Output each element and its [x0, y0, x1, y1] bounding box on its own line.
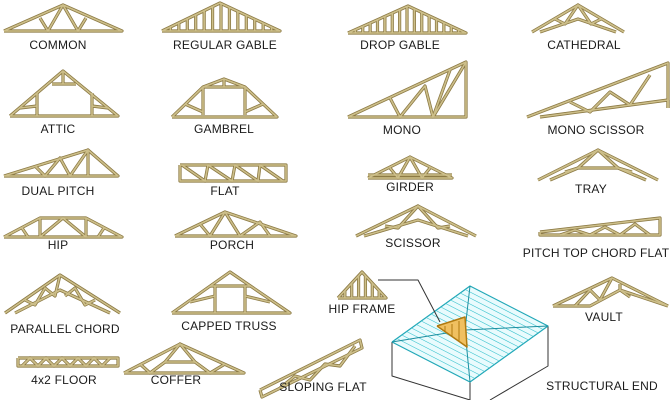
label-gambrel: GAMBREL: [193, 122, 255, 136]
truss-cathedral: [531, 3, 625, 34]
label-mono: MONO: [382, 123, 422, 137]
label-hip-frame: HIP FRAME: [328, 302, 396, 316]
label-sloping-flat: SLOPING FLAT: [279, 380, 367, 394]
truss-porch: [174, 210, 298, 238]
truss-regular-gable: [161, 1, 282, 33]
truss-scissor: [355, 204, 477, 238]
truss-mono: [347, 60, 468, 119]
label-mono-scissor: MONO SCISSOR: [547, 123, 645, 137]
truss-gambrel: [170, 77, 279, 119]
label-porch: PORCH: [209, 238, 255, 252]
label-hip: HIP: [47, 238, 69, 252]
label-4x2-floor: 4x2 FLOOR: [31, 373, 97, 387]
truss-attic: [8, 69, 120, 118]
truss-common: [3, 3, 124, 33]
truss-vault: [552, 276, 669, 308]
truss-flat: [178, 163, 288, 183]
truss-capped: [171, 270, 292, 315]
truss-parallel-chord: [4, 273, 121, 315]
hip-roof-illustration: [391, 285, 549, 400]
label-pitch-top-chord-flat: PITCH TOP CHORD FLAT: [522, 246, 670, 260]
truss-coffer: [123, 342, 246, 375]
truss-hip: [3, 216, 124, 239]
label-regular-gable: REGULAR GABLE: [173, 38, 277, 52]
label-parallel-chord: PARALLEL CHORD: [10, 322, 120, 336]
label-common: COMMON: [29, 38, 87, 52]
leader-line: [378, 279, 441, 323]
label-cathedral: CATHEDRAL: [547, 38, 621, 52]
truss-drop-gable: [347, 4, 468, 35]
label-coffer: COFFER: [150, 373, 202, 387]
truss-tray: [537, 148, 659, 182]
label-drop-gable: DROP GABLE: [360, 38, 440, 52]
label-attic: ATTIC: [40, 122, 76, 136]
truss-pitch-top-chord-flat: [538, 216, 662, 237]
truss-dual-pitch: [3, 148, 120, 178]
truss-girder: [367, 155, 454, 180]
label-tray: TRAY: [575, 182, 607, 196]
label-vault: VAULT: [585, 310, 623, 324]
label-dual-pitch: DUAL PITCH: [21, 184, 95, 198]
truss-4x2-floor: [16, 356, 120, 368]
truss-sloping-flat: [258, 338, 364, 399]
label-structural-end: STRUCTURAL END: [546, 379, 658, 393]
truss-mono-scissor: [526, 61, 670, 119]
truss-hip-frame: [336, 270, 388, 300]
label-flat: FLAT: [210, 184, 240, 198]
label-girder: GIRDER: [386, 180, 434, 194]
label-scissor: SCISSOR: [385, 236, 441, 250]
label-capped-truss: CAPPED TRUSS: [181, 319, 277, 333]
